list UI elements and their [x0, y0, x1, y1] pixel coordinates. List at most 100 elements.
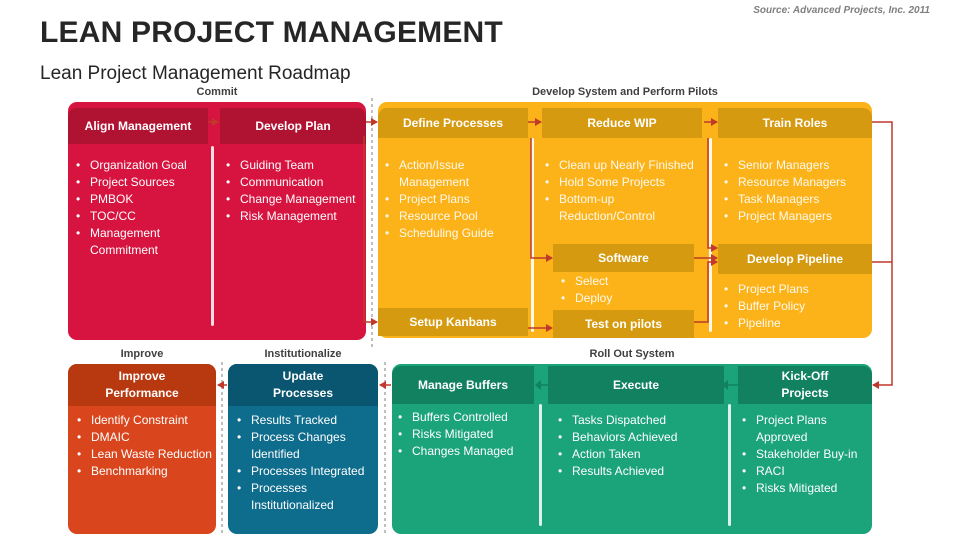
list-item: Processes Integrated: [237, 463, 375, 480]
reduce-wip-header: Reduce WIP: [542, 108, 702, 138]
list-item: Buffers Controlled: [398, 409, 538, 426]
test-on-pilots-header: Test on pilots: [553, 310, 694, 338]
develop-pipeline-list: Project Plans Buffer Policy Pipeline: [724, 281, 870, 332]
list-item: Pipeline: [724, 315, 870, 332]
manage-buffers-title: Manage Buffers: [417, 377, 509, 392]
align-management-header: Align Management: [68, 108, 208, 144]
institutionalize-block: Update Processes Results Tracked Process…: [228, 364, 378, 534]
develop-plan-title: Develop Plan: [255, 118, 331, 133]
divider: [211, 146, 214, 326]
list-item: Project Sources: [76, 174, 206, 191]
setup-kanbans-title: Setup Kanbans: [409, 314, 497, 329]
list-item: Management Commitment: [76, 225, 206, 259]
divider: [709, 138, 712, 332]
list-item: Resource Managers: [724, 174, 870, 191]
reduce-wip-title: Reduce WIP: [587, 115, 657, 130]
list-item: Buffer Policy: [724, 298, 870, 315]
train-roles-title: Train Roles: [762, 115, 828, 130]
train-roles-header: Train Roles: [718, 108, 872, 138]
flow-arrow-head: [722, 380, 728, 390]
improve-block: Improve Performance Identify Constraint …: [68, 364, 216, 534]
align-management-title: Align Management: [84, 118, 192, 133]
section-label-improve: Improve: [120, 348, 164, 360]
manage-buffers-list: Buffers Controlled Risks Mitigated Chang…: [398, 409, 538, 460]
list-item: Action Taken: [558, 446, 718, 463]
define-processes-list: Action/Issue Management Project Plans Re…: [385, 157, 525, 242]
list-item: Behaviors Achieved: [558, 429, 718, 446]
list-item: Risk Management: [226, 208, 362, 225]
list-item: Hold Some Projects: [545, 174, 705, 191]
update-processes-header: Update Processes: [228, 364, 378, 406]
flow-arrow: [872, 121, 893, 389]
list-item: Process Changes Identified: [237, 429, 375, 463]
develop-pipeline-header: Develop Pipeline: [718, 244, 872, 274]
list-item: PMBOK: [76, 191, 206, 208]
develop-block: Define Processes Action/Issue Management…: [378, 102, 872, 338]
divider: [539, 404, 542, 526]
list-item: DMAIC: [77, 429, 213, 446]
list-item: Risks Mitigated: [398, 426, 538, 443]
list-item: Benchmarking: [77, 463, 213, 480]
test-on-pilots-title: Test on pilots: [584, 316, 663, 331]
setup-kanbans-header: Setup Kanbans: [378, 308, 528, 336]
list-item: Clean up Nearly Finished: [545, 157, 705, 174]
list-item: Results Achieved: [558, 463, 718, 480]
kick-off-projects-list: Project Plans Approved Stakeholder Buy-i…: [742, 412, 870, 497]
list-item: Communication: [226, 174, 362, 191]
develop-pipeline-title: Develop Pipeline: [746, 251, 844, 266]
list-item: Processes Institutionalized: [237, 480, 375, 514]
update-processes-list: Results Tracked Process Changes Identifi…: [237, 412, 375, 514]
software-list: Select Deploy: [561, 273, 681, 307]
define-processes-header: Define Processes: [378, 108, 528, 138]
section-label-commit: Commit: [196, 86, 238, 98]
divider: [531, 138, 534, 332]
list-item: Senior Managers: [724, 157, 870, 174]
section-label-institutionalize: Institutionalize: [264, 348, 342, 360]
list-item: Stakeholder Buy-in: [742, 446, 870, 463]
manage-buffers-header: Manage Buffers: [392, 366, 534, 404]
list-item: Bottom-up Reduction/Control: [545, 191, 705, 225]
list-item: Changes Managed: [398, 443, 538, 460]
rollout-block: Manage Buffers Buffers Controlled Risks …: [392, 364, 872, 534]
reduce-wip-list: Clean up Nearly Finished Hold Some Proje…: [545, 157, 705, 225]
list-item: Change Management: [226, 191, 362, 208]
align-management-list: Organization Goal Project Sources PMBOK …: [76, 157, 206, 259]
kick-off-projects-title: Kick-Off Projects: [781, 369, 829, 400]
develop-plan-list: Guiding Team Communication Change Manage…: [226, 157, 362, 225]
section-label-rollout: Roll Out System: [589, 348, 675, 360]
list-item: Resource Pool: [385, 208, 525, 225]
update-processes-title: Update Processes: [272, 369, 334, 400]
page-subtitle: Lean Project Management Roadmap: [40, 63, 351, 84]
improve-performance-title: Improve Performance: [105, 369, 179, 400]
list-item: Deploy: [561, 290, 681, 307]
list-item: RACI: [742, 463, 870, 480]
flow-arrow: [694, 258, 718, 323]
list-item: Tasks Dispatched: [558, 412, 718, 429]
list-item: Results Tracked: [237, 412, 375, 429]
list-item: TOC/CC: [76, 208, 206, 225]
improve-performance-list: Identify Constraint DMAIC Lean Waste Red…: [77, 412, 213, 480]
define-processes-title: Define Processes: [402, 115, 504, 130]
commit-block: Align Management Develop Plan Organizati…: [68, 102, 366, 340]
list-item: Lean Waste Reduction: [77, 446, 213, 463]
flow-arrow: [707, 138, 718, 252]
list-item: Risks Mitigated: [742, 480, 870, 497]
list-item: Project Plans Approved: [742, 412, 870, 446]
list-item: Project Plans: [724, 281, 870, 298]
list-item: Project Plans: [385, 191, 525, 208]
page-title: LEAN PROJECT MANAGEMENT: [40, 16, 503, 49]
improve-performance-header: Improve Performance: [68, 364, 216, 406]
list-item: Scheduling Guide: [385, 225, 525, 242]
execute-title: Execute: [612, 377, 660, 392]
train-roles-list: Senior Managers Resource Managers Task M…: [724, 157, 870, 225]
list-item: Project Managers: [724, 208, 870, 225]
source-note: Source: Advanced Projects, Inc. 2011: [753, 5, 930, 16]
list-item: Task Managers: [724, 191, 870, 208]
execute-header: Execute: [548, 366, 724, 404]
execute-list: Tasks Dispatched Behaviors Achieved Acti…: [558, 412, 718, 480]
kick-off-projects-header: Kick-Off Projects: [738, 366, 872, 404]
develop-plan-header: Develop Plan: [220, 108, 366, 144]
software-header: Software: [553, 244, 694, 272]
list-item: Select: [561, 273, 681, 290]
